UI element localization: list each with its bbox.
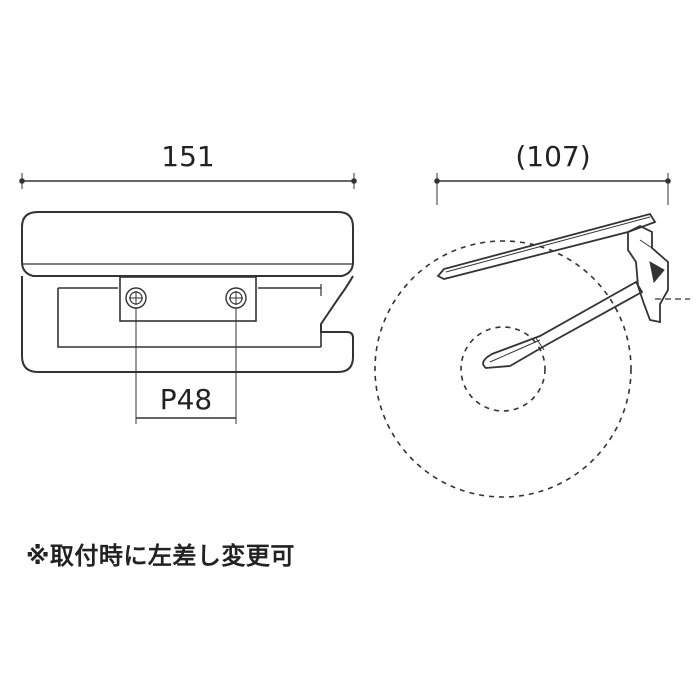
shelf-lid: [21, 211, 354, 277]
paper-core-outline: [460, 326, 546, 412]
screw-hole-left: [125, 287, 147, 309]
depth-dimension-label: (107): [515, 140, 590, 173]
front-view: [19, 173, 357, 424]
wall-bracket: [627, 224, 669, 324]
installation-note: ※取付時に左差し変更可: [26, 542, 295, 570]
mounting-plate: [119, 276, 257, 322]
pitch-dimension-line: [135, 308, 237, 424]
depth-dimension-line: [434, 173, 671, 205]
side-view: [374, 173, 690, 498]
holder-arm: [482, 280, 644, 369]
side-lid: [436, 212, 657, 280]
width-dimension-line: [19, 173, 357, 189]
pitch-dimension-label: P48: [160, 383, 213, 416]
screw-hole-right: [225, 287, 247, 309]
inner-slot: [57, 287, 322, 348]
width-dimension-label: 151: [161, 140, 214, 173]
holder-body: [21, 275, 354, 373]
paper-roll-outline: [374, 240, 632, 498]
